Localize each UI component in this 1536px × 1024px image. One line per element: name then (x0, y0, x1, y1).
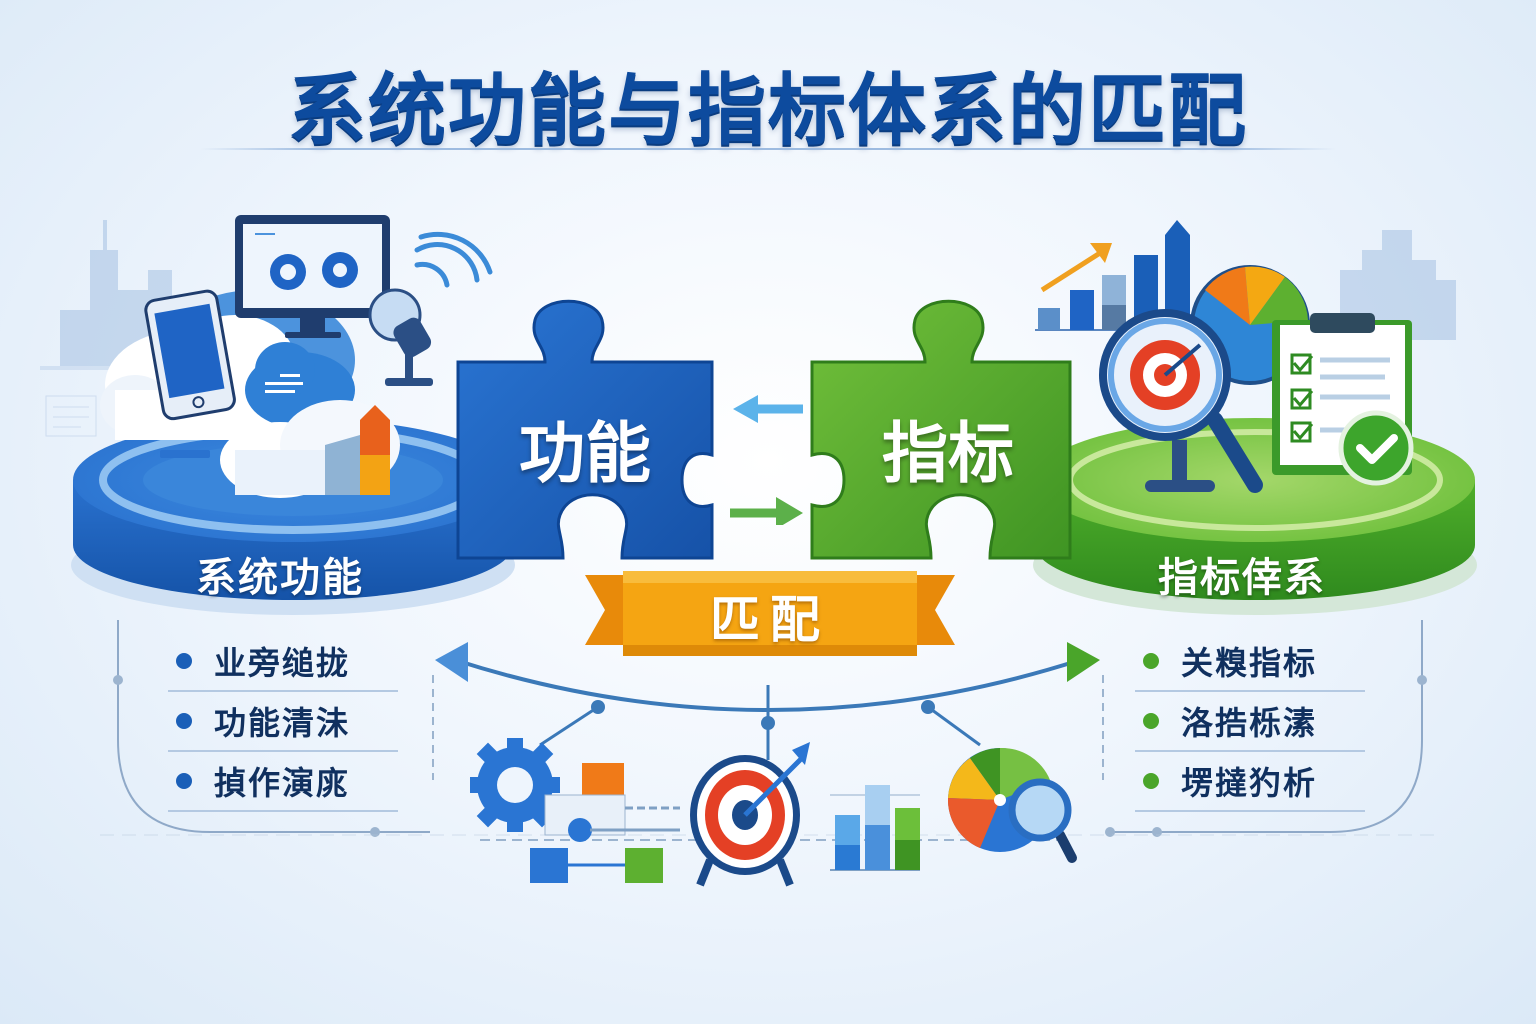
arrow-left-icon (733, 395, 803, 423)
smartphone-icon (144, 289, 236, 421)
list-item-label: 洛捁栎溸 (1181, 704, 1318, 742)
arc-arrow-right-icon (1067, 642, 1100, 682)
right-pedestal-label: 指标倖系 (1158, 555, 1326, 601)
bar-chart-icon (830, 785, 920, 871)
bullet-icon (176, 713, 192, 729)
list-item: 功能清沬 (168, 692, 398, 752)
wifi-icon (414, 231, 493, 288)
list-item: 揁作演庣 (168, 752, 398, 812)
exchange-arrows (730, 395, 803, 525)
left-pedestal-label: 系统功能 (196, 555, 364, 601)
pie-magnifier-icon (947, 747, 1077, 863)
bullet-icon (1143, 653, 1159, 669)
list-item-label: 业旁缒拢 (214, 644, 351, 682)
camera-icon (368, 288, 433, 386)
title-divider (200, 148, 1336, 150)
puzzle-piece-indicator (810, 299, 1072, 560)
list-item: 业旁缒拢 (168, 632, 398, 692)
match-banner (585, 571, 955, 656)
bullet-icon (176, 653, 192, 669)
arrow-right-icon (730, 497, 803, 525)
list-item-label: 揁作演庣 (214, 764, 351, 802)
match-banner-label: 匹配 (710, 591, 830, 649)
target-magnifier-icon (1099, 309, 1263, 493)
indicator-list: 关糗指标 洛捁栎溸 塄撻犳析 (1135, 632, 1365, 812)
list-item: 塄撻犳析 (1135, 752, 1365, 812)
left-pedestal (71, 418, 515, 615)
list-item-label: 塄撻犳析 (1181, 764, 1318, 802)
puzzle-label-function: 功能 (519, 415, 651, 492)
puzzle-label-indicator: 指标 (882, 415, 1014, 492)
gear-flowchart-icon (470, 738, 680, 883)
bullet-icon (1143, 713, 1159, 729)
arc-arrow-left-icon (435, 642, 468, 682)
bottom-icon-row (470, 738, 1077, 887)
bullet-icon (176, 773, 192, 789)
puzzle-piece-function (456, 299, 714, 560)
page-title: 系统功能与指标体系的匹配 (287, 66, 1248, 156)
monitor-with-gears-icon (235, 215, 390, 338)
system-devices-illustration (100, 215, 493, 498)
metrics-illustration (1035, 220, 1414, 493)
document-sketch-icon (45, 395, 97, 437)
phone-stand (160, 450, 210, 458)
list-item: 洛捁栎溸 (1135, 692, 1365, 752)
bullet-icon (1143, 773, 1159, 789)
list-item-label: 功能清沬 (214, 704, 351, 742)
function-list: 业旁缒拢 功能清沬 揁作演庣 (168, 632, 398, 812)
building-block-icon (220, 400, 400, 498)
check-badge-icon (1338, 410, 1414, 486)
list-item: 关糗指标 (1135, 632, 1365, 692)
target-dart-icon (690, 742, 810, 887)
list-item-label: 关糗指标 (1181, 644, 1318, 682)
